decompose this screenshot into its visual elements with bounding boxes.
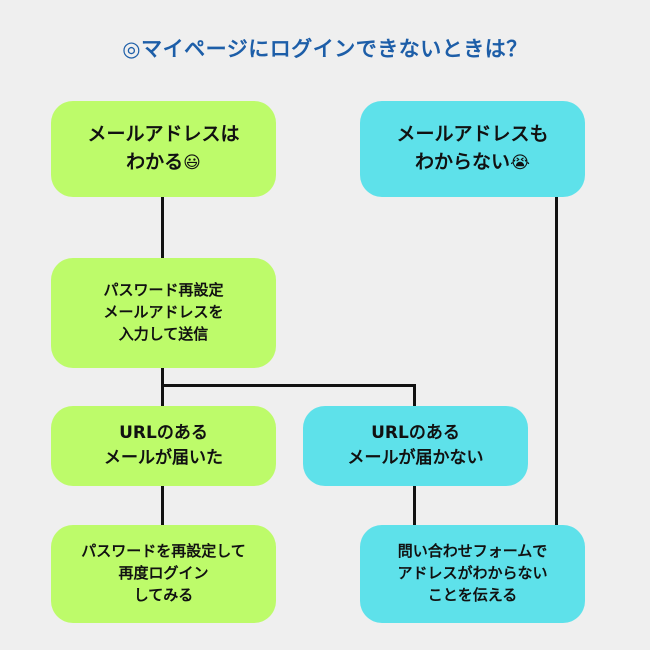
node-relogin-line3: してみる: [133, 585, 194, 604]
node-contact-form: 問い合わせフォームで アドレスがわからない ことを伝える: [360, 525, 585, 623]
node-url-not-arrived: URLのある メールが届かない: [303, 406, 528, 486]
page-title: ◎マイページにログインできないときは？: [122, 37, 528, 61]
node-password-reset: パスワード再設定 メールアドレスを 入力して送信: [51, 258, 276, 368]
node-relogin: パスワードを再設定して 再度ログイン してみる: [51, 525, 276, 623]
node-contact-form-line2: アドレスがわからない: [397, 564, 548, 583]
connector-noemail-to-contact: [555, 197, 558, 525]
node-knows-email: メールアドレスは わかる😃: [51, 101, 276, 197]
node-url-not-arrived-line1: URLのある: [371, 423, 460, 444]
node-no-email-line1: メールアドレスも: [396, 123, 549, 146]
node-knows-email-line1: メールアドレスは: [87, 123, 240, 146]
node-no-email: メールアドレスも わからない😭: [360, 101, 585, 197]
node-url-arrived-line1: URLのある: [119, 423, 208, 444]
smile-emoji-icon: 😃: [183, 153, 201, 173]
node-password-reset-line1: パスワード再設定: [103, 281, 224, 300]
node-url-not-arrived-line2: メールが届かない: [347, 448, 484, 468]
node-contact-form-line3: ことを伝える: [427, 585, 518, 604]
connector-reset-down: [161, 368, 164, 406]
connector-branch-horizontal: [161, 384, 416, 387]
connector-notarrived-to-contact: [413, 486, 416, 525]
node-no-email-line2: わからない: [415, 151, 511, 173]
connector-branch-right-down: [413, 384, 416, 406]
node-contact-form-line1: 問い合わせフォームで: [397, 542, 548, 561]
node-url-arrived-line2: メールが届いた: [104, 448, 223, 468]
crying-emoji-icon: 😭: [510, 153, 530, 173]
node-url-arrived: URLのある メールが届いた: [51, 406, 276, 486]
node-password-reset-line2: メールアドレスを: [103, 303, 224, 322]
node-password-reset-line3: 入力して送信: [118, 324, 209, 343]
node-relogin-line2: 再度ログイン: [118, 564, 209, 583]
connector-knows-to-reset: [161, 197, 164, 258]
connector-arrived-to-relogin: [161, 486, 164, 525]
node-knows-email-line2: わかる: [126, 151, 184, 173]
node-relogin-line1: パスワードを再設定して: [81, 542, 246, 561]
